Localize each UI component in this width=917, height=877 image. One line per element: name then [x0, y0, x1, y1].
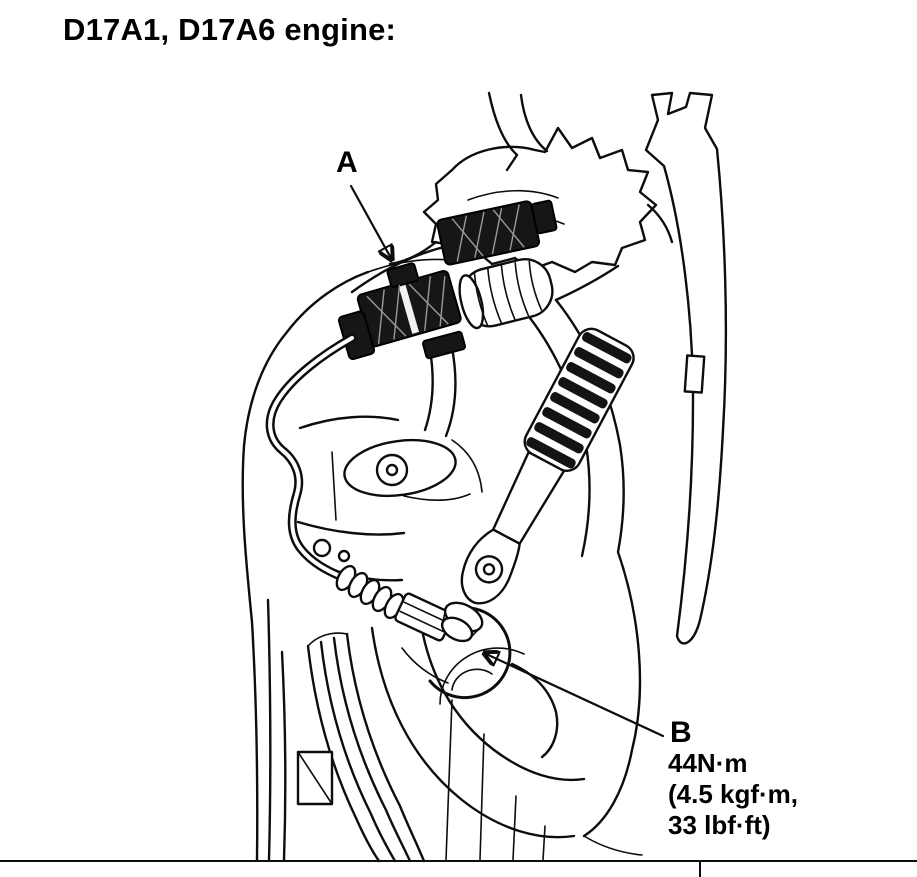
connector-a: [337, 262, 462, 361]
torque-line-1: 44N·m: [668, 748, 748, 778]
torque-spec: 44N·m (4.5 kgf·m, 33 lbf·ft): [668, 748, 798, 841]
callout-b-label: B: [670, 716, 692, 749]
page-rule: [0, 860, 917, 877]
wrench-head: [460, 528, 521, 605]
figure-title: D17A1, D17A6 engine:: [63, 12, 397, 47]
left-body-outline: [241, 270, 370, 862]
ratchet-wrench: [440, 327, 635, 643]
connector-boot: [458, 258, 554, 330]
connector-upper: [436, 199, 558, 266]
callout-a-arrow: [349, 184, 392, 260]
oxygen-sensor: [394, 592, 454, 642]
torque-line-3: 33 lbf·ft): [668, 810, 771, 840]
drive-belt: [296, 632, 426, 863]
right-body-panel: [644, 91, 728, 645]
callout-b-leader: [484, 653, 665, 738]
callout-a-label: A: [336, 146, 358, 179]
sensor-cable-ribs: [335, 564, 405, 620]
torque-line-2: (4.5 kgf·m,: [668, 779, 799, 809]
harness-wire: [265, 333, 357, 582]
